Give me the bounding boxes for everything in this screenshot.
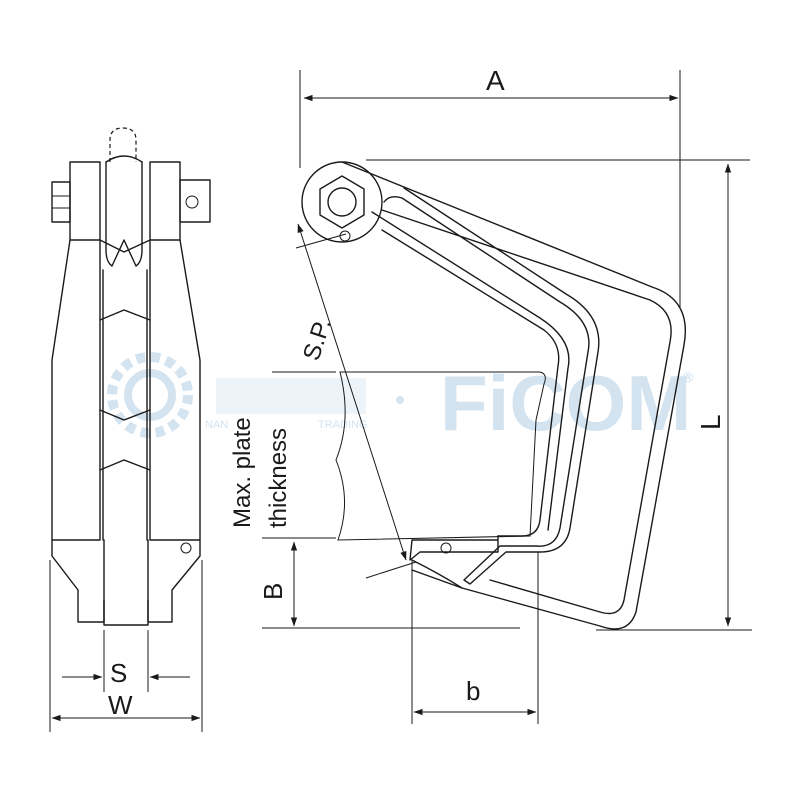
- nut-left: [51, 181, 71, 223]
- watermark-registered: ®: [683, 369, 694, 385]
- label-sp: S.P.: [298, 315, 337, 364]
- hex-nut-icon: [319, 175, 365, 229]
- pin-top-dashed: [109, 127, 137, 162]
- watermark-brand: FiCOM: [440, 359, 691, 447]
- side-view: A L S.P. Max. plate thickness B b: [229, 65, 752, 724]
- cotter-pin-hole: [185, 195, 199, 209]
- center-tongue: [103, 539, 149, 626]
- watermark-tagline-right: TRADING: [318, 419, 368, 431]
- body-slot: [383, 187, 600, 585]
- left-plate-top: [69, 161, 101, 241]
- bottom-feet: [51, 539, 201, 623]
- label-max-plate-line1: Max. plate: [229, 417, 256, 528]
- label-b-upper: B: [258, 583, 288, 600]
- right-plate-top: [149, 161, 181, 241]
- small-pin-hole: [180, 542, 192, 554]
- dim-sp-line: [297, 223, 407, 561]
- bolt-head-right: [179, 179, 211, 223]
- front-view: S W: [49, 127, 211, 732]
- body-outer: [341, 161, 686, 630]
- left-plate-body: [51, 239, 101, 541]
- label-w: W: [108, 690, 133, 720]
- watermark-block: [216, 378, 366, 414]
- watermark-tagline-left: NAN: [205, 419, 228, 431]
- center-jaw-lines: [99, 239, 151, 471]
- inner-roller: [105, 161, 143, 267]
- label-a: A: [486, 65, 505, 96]
- label-max-plate-line2: thickness: [265, 428, 292, 528]
- lower-jaw: [409, 535, 499, 561]
- label-s: S: [110, 658, 127, 688]
- watermark-dot: [396, 396, 404, 404]
- label-b-lower: b: [466, 676, 480, 706]
- label-l: L: [695, 414, 726, 430]
